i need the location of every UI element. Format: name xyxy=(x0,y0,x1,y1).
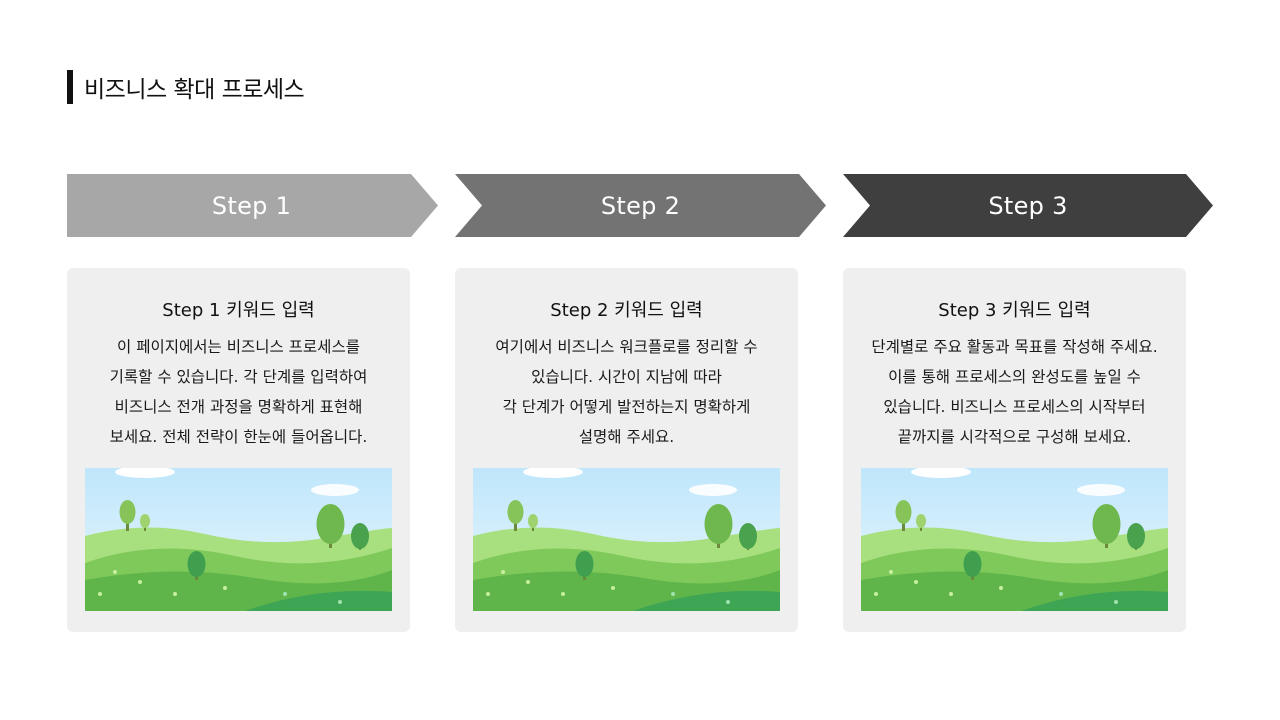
title-accent-bar xyxy=(67,70,73,104)
step-1-body-line: 보세요. 전체 전략이 한눈에 들어옵니다. xyxy=(109,428,368,446)
landscape-illustration-icon xyxy=(85,468,392,611)
step-3-card-body: 단계별로 주요 활동과 목표를 작성해 주세요. 이를 통해 프로세스의 완성도… xyxy=(853,332,1176,452)
step-2-body-line: 각 단계가 어떻게 발전하는지 명확하게 xyxy=(502,398,751,416)
landscape-illustration-icon xyxy=(473,468,780,611)
page-title: 비즈니스 확대 프로세스 xyxy=(84,77,305,103)
step-3-body-line: 이를 통해 프로세스의 완성도를 높일 수 xyxy=(888,368,1141,386)
step-1-card: Step 1 키워드 입력 이 페이지에서는 비즈니스 프로세스를 기록할 수 … xyxy=(67,268,410,632)
step-2-body-line: 있습니다. 시간이 지남에 따라 xyxy=(531,368,722,386)
landscape-illustration-icon xyxy=(861,468,1168,611)
step-1-body-line: 기록할 수 있습니다. 각 단계를 입력하여 xyxy=(109,368,368,386)
step-1-body-line: 비즈니스 전개 과정을 명확하게 표현해 xyxy=(114,398,363,416)
step-3-body-line: 단계별로 주요 활동과 목표를 작성해 주세요. xyxy=(871,338,1158,356)
step-2-arrow: Step 2 xyxy=(455,174,826,237)
step-3-arrow: Step 3 xyxy=(843,174,1213,237)
step-2-card-body: 여기에서 비즈니스 워크플로를 정리할 수 있습니다. 시간이 지남에 따라 각… xyxy=(465,332,788,452)
step-3-card-title: Step 3 키워드 입력 xyxy=(938,300,1091,321)
step-2-body-line: 여기에서 비즈니스 워크플로를 정리할 수 xyxy=(495,338,758,356)
step-3-body-line: 있습니다. 비즈니스 프로세스의 시작부터 xyxy=(883,398,1146,416)
step-1-arrow-label: Step 1 xyxy=(211,191,292,220)
step-1-body-line: 이 페이지에서는 비즈니스 프로세스를 xyxy=(117,338,360,356)
step-2-card-title: Step 2 키워드 입력 xyxy=(550,300,703,321)
step-3-card: Step 3 키워드 입력 단계별로 주요 활동과 목표를 작성해 주세요. 이… xyxy=(843,268,1186,632)
step-2-arrow-label: Step 2 xyxy=(600,191,681,220)
step-1-arrow: Step 1 xyxy=(67,174,438,237)
step-1-card-title: Step 1 키워드 입력 xyxy=(162,300,315,321)
page-title-block: 비즈니스 확대 프로세스 xyxy=(67,70,305,104)
step-1-card-body: 이 페이지에서는 비즈니스 프로세스를 기록할 수 있습니다. 각 단계를 입력… xyxy=(77,332,400,452)
step-2-body-line: 설명해 주세요. xyxy=(578,428,675,446)
step-3-arrow-label: Step 3 xyxy=(988,191,1068,220)
step-3-body-line: 끝까지를 시각적으로 구성해 보세요. xyxy=(897,428,1132,446)
step-2-card: Step 2 키워드 입력 여기에서 비즈니스 워크플로를 정리할 수 있습니다… xyxy=(455,268,798,632)
